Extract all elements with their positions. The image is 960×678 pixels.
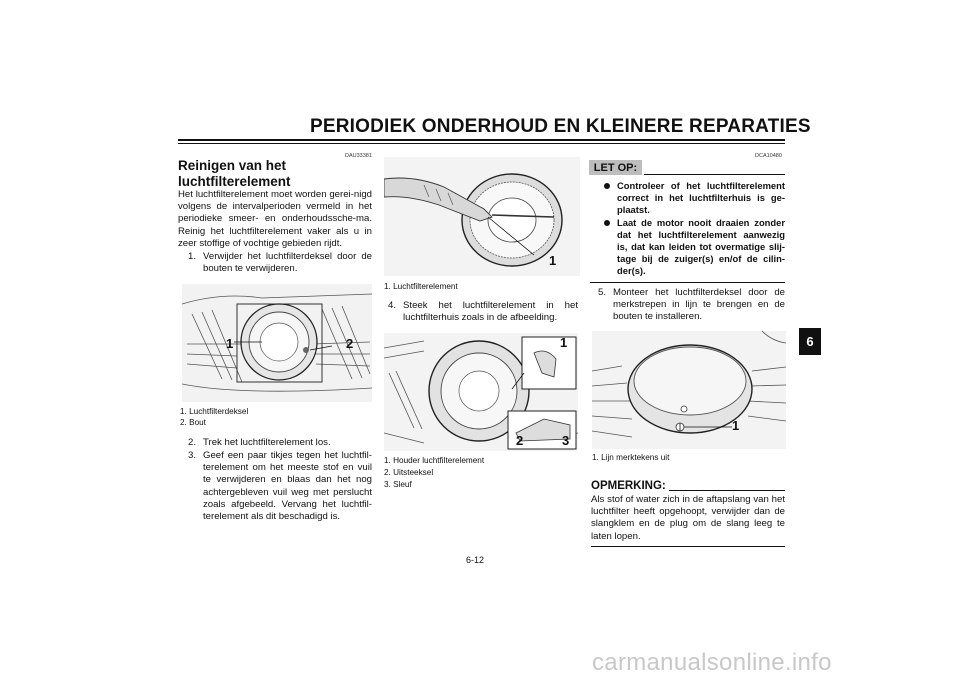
step-3: 3. Geef een paar tikjes tegen het luchtf… [188,450,372,523]
note-rule-top [669,490,785,491]
step-4: 4. Steek het luchtfilterelement in het l… [388,300,578,324]
note-title: OPMERKING: [591,480,666,492]
caution-bullet-2: Laat de motor nooit draaien zonder dat h… [604,217,785,277]
step-number: 1. [188,251,197,262]
callout-1: 1 [560,335,568,350]
step-2: 2. Trek het luchtfilterelement los. [188,437,372,449]
figure-caption-3: 3. Sleuf [384,480,412,489]
bullet-icon [604,220,610,226]
alignment-marks-figure: 1 [592,331,786,449]
callout-1: 1 [226,336,234,351]
figure-caption-1: 1. Luchtfilterdeksel [180,407,249,416]
step-text: Monteer het luchtfilterdeksel door de me… [613,287,785,323]
step-5: 5. Monteer het luchtfilterdeksel door de… [598,287,785,324]
caution-rule-top [644,174,785,175]
step-text: Verwijder het luchtfilterdeksel door de … [203,251,372,275]
step-number: 2. [188,437,197,448]
filter-installation-figure: 1 2 3 [384,333,578,451]
caution-rule-bottom [590,282,785,283]
figure-caption-1: 1. Lijn merktekens uit [592,453,670,462]
section-heading: Reinigen van het luchtfilterelement [178,158,291,189]
watermark: carmanualsonline.info [592,649,832,676]
step-text: Geef een paar tikjes tegen het luchtfil-… [203,450,372,523]
caution-bullet-1: Controleer of het luchtfilterelement cor… [604,180,785,216]
figure-caption-1: 1. Luchtfilterelement [384,282,458,291]
note-text: Als stof of water zich in de aftapslang … [591,494,785,542]
figure-caption-2: 2. Bout [180,418,206,427]
bullet-text: Laat de motor nooit draaien zonder dat h… [617,217,785,276]
callout-2: 2 [346,336,354,351]
step-number: 3. [188,450,197,461]
step-1: 1. Verwijder het luchtfilterdeksel door … [188,251,372,275]
step-number: 5. [598,287,607,298]
bullet-text: Controleer of het luchtfilterelement cor… [617,180,785,215]
header-rule [178,139,785,141]
note-rule-bottom [591,546,785,547]
intro-paragraph: Het luchtfilterelement moet worden gerei… [178,189,372,249]
callout-1: 1 [732,418,740,433]
step-number: 4. [388,300,397,311]
callout-2: 2 [516,433,524,448]
section-code: DCA10480 [755,153,782,159]
section-code: DAU33381 [345,153,372,159]
chapter-tab: 6 [799,328,821,355]
step-text: Steek het luchtfilterelement in het luch… [403,300,578,324]
callout-3: 3 [562,433,570,448]
figure-caption-2: 2. Uitsteeksel [384,468,434,477]
caution-badge: LET OP: [589,160,642,175]
header-rule-thin [178,143,785,144]
page-title: PERIODIEK ONDERHOUD EN KLEINERE REPARATI… [310,116,811,137]
step-text: Trek het luchtfilterelement los. [203,437,331,448]
page-number: 6-12 [466,555,485,565]
bullet-icon [604,183,610,189]
air-filter-element-figure: 1 [384,157,580,276]
callout-1: 1 [549,253,557,268]
figure-caption-1: 1. Houder luchtfilterelement [384,456,485,465]
air-filter-cover-figure: 1 2 [182,284,372,402]
